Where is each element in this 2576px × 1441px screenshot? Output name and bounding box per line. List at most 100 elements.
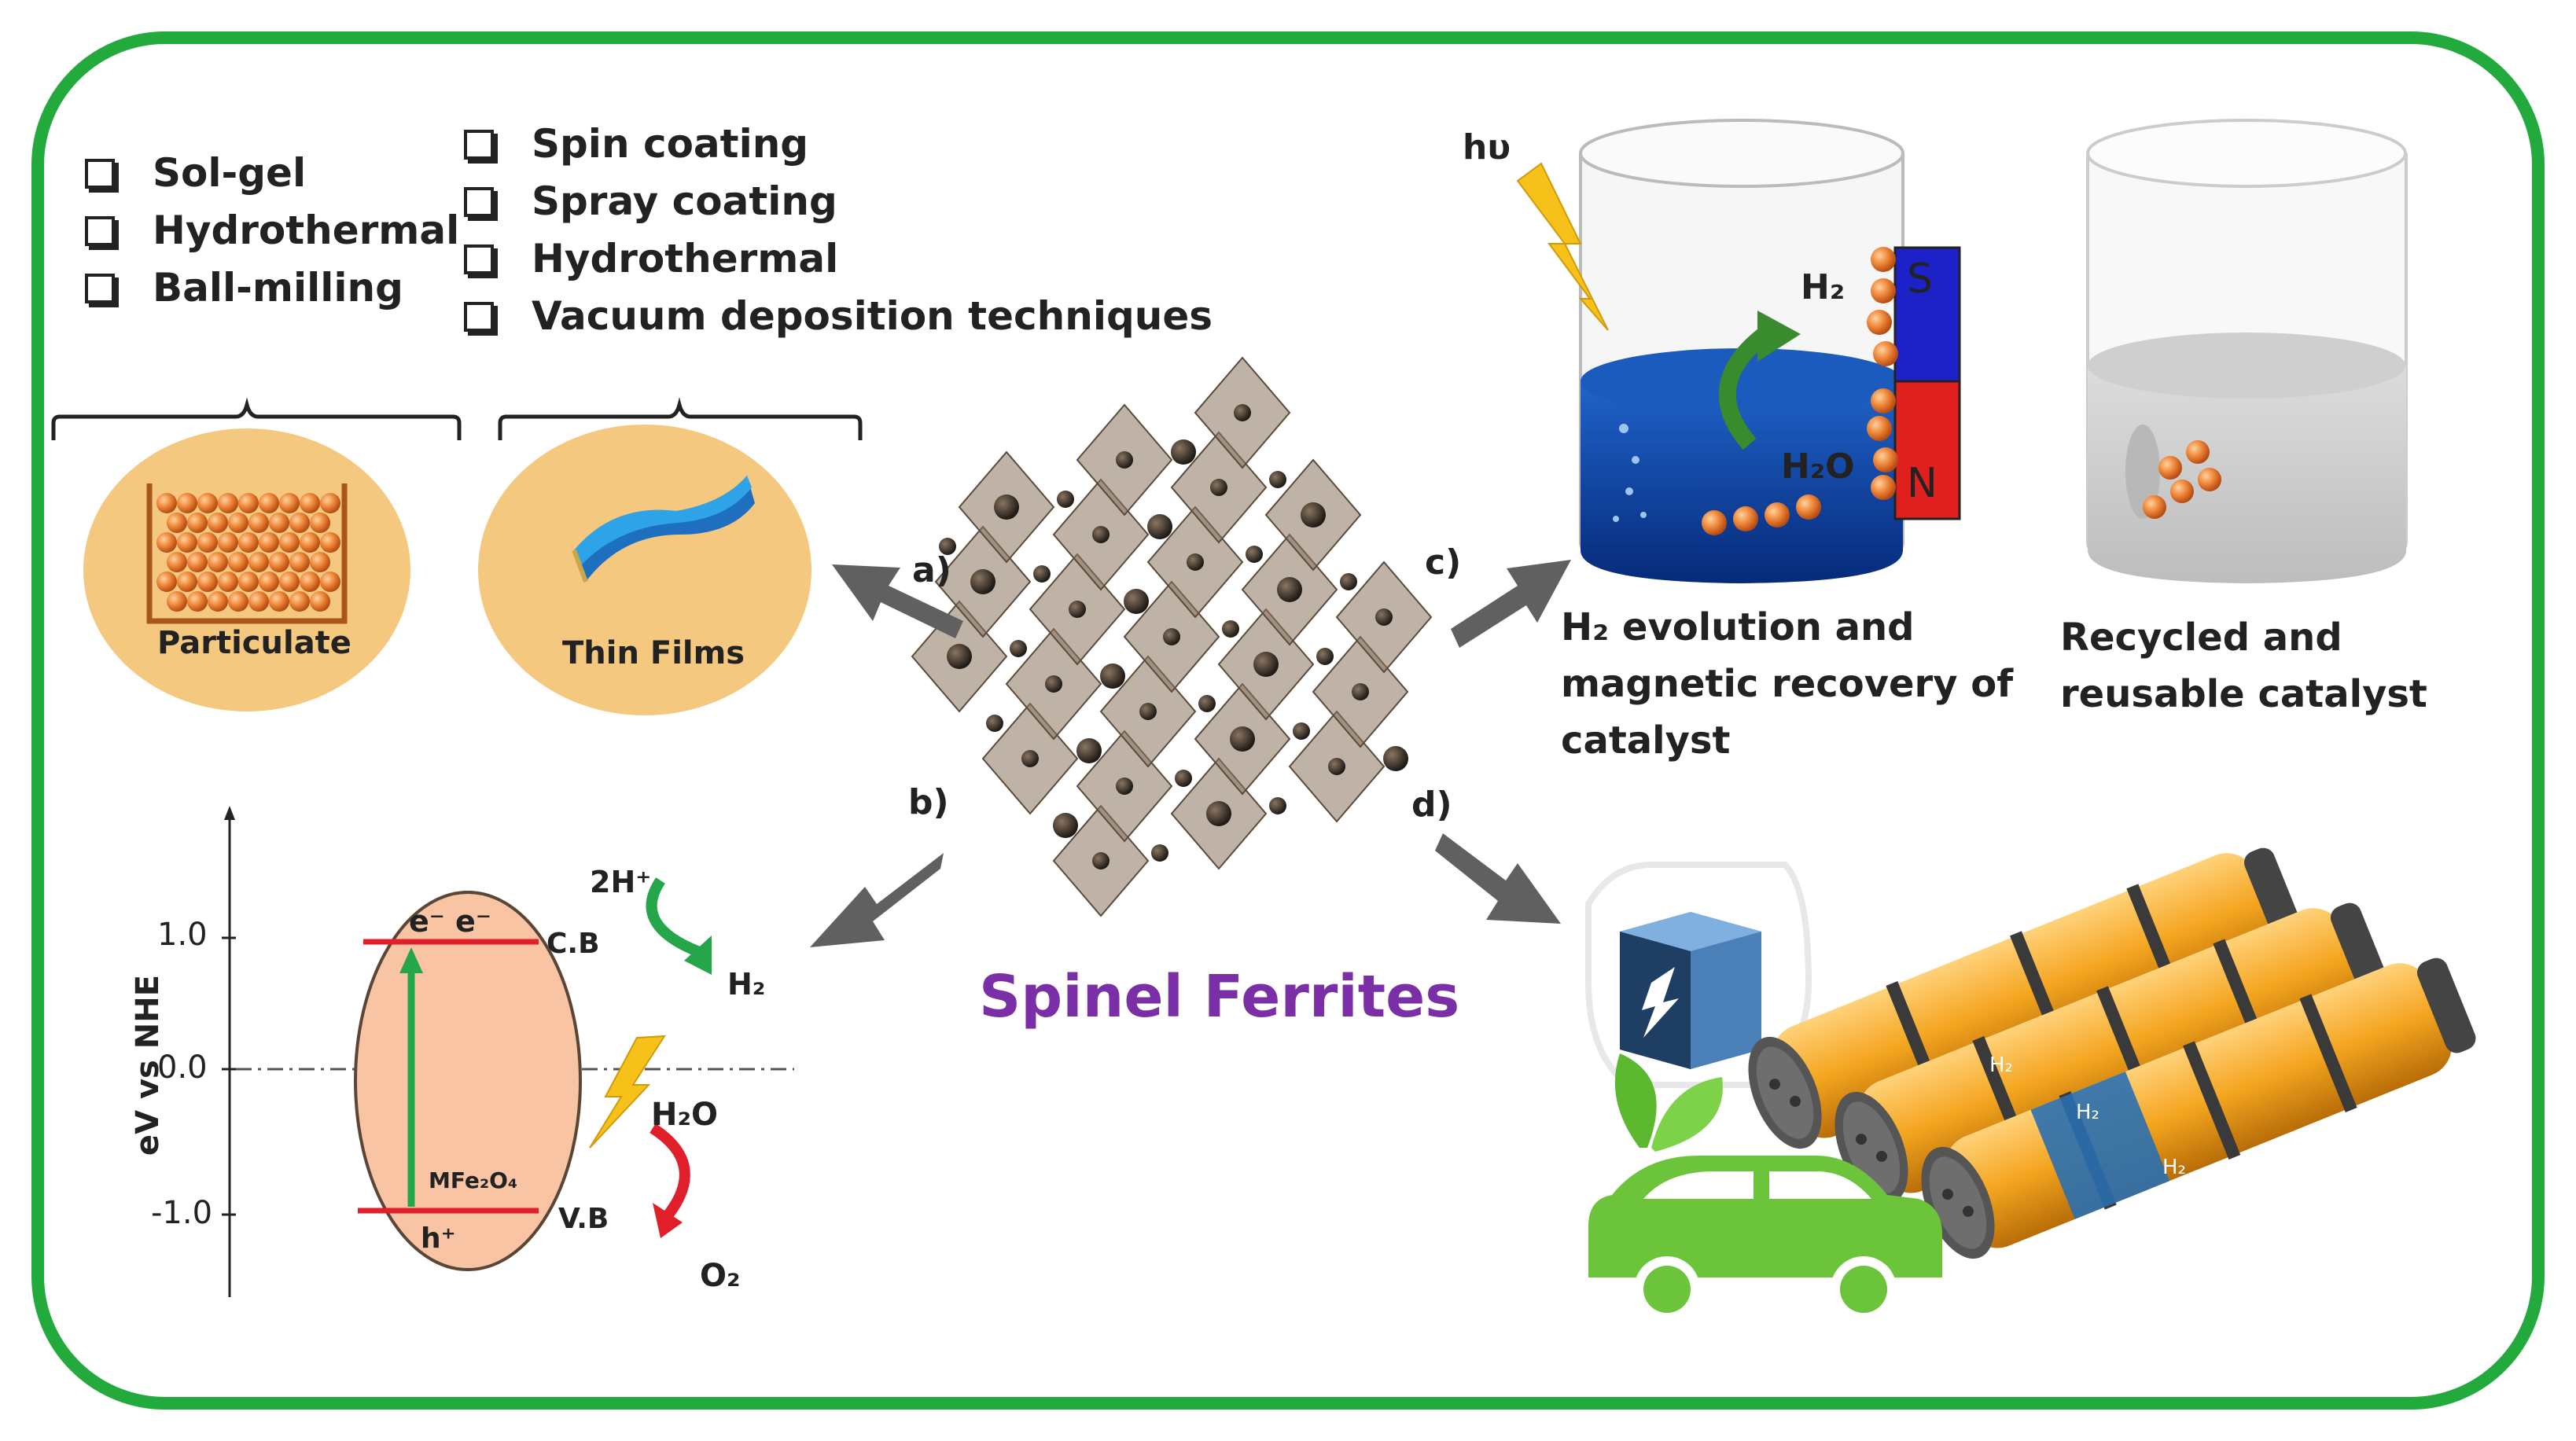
h2-product-label: H₂ [727,967,766,1002]
magnet-north-label: N [1907,460,1938,507]
beaker-h2-label: H₂ [1801,267,1846,307]
atom [1139,703,1157,720]
arrow-label-b: b) [908,782,949,822]
particle [218,532,238,553]
particle [238,493,259,513]
band-diagram [222,806,794,1297]
recycled-caption: Recycled and reusable catalyst [2060,616,2427,716]
arrow-c [1451,560,1571,648]
particle [167,513,187,533]
particle [156,572,177,592]
thin-film-methods-list: Spin coating Spray coating Hydrothermal … [464,116,1213,345]
tick-label: 0.0 [157,1050,208,1086]
particle [279,572,300,592]
particle [300,572,320,592]
particle [279,493,300,513]
water-splitting-beaker [1516,119,1961,583]
atom [1293,722,1310,740]
particle [248,552,269,572]
checkbox-icon [85,273,115,303]
atom [1171,439,1196,465]
particle [300,532,320,553]
h2-evolution-caption: H₂ evolution and magnetic recovery of ca… [1561,605,2014,763]
atom [1033,565,1051,583]
conduction-band-label: C.B [546,928,600,960]
atom [1340,573,1357,590]
battery-storage-icon [1585,862,1812,1088]
catalyst-particle [1871,388,1896,414]
atom [1076,738,1102,763]
particle [248,591,269,612]
particle [259,572,279,592]
catalyst-particle [1733,506,1758,531]
atom [1253,652,1279,677]
atom [1301,502,1326,528]
particle [289,513,310,533]
atom [1124,589,1149,614]
atom [1147,514,1172,539]
particle [208,513,228,533]
catalyst-particle [1796,494,1821,520]
atom [1375,608,1393,626]
atom [1230,726,1255,752]
holes-label: h⁺ [421,1222,456,1255]
particle [259,493,279,513]
atom [1316,648,1334,665]
thin-films-label: Thin Films [562,635,745,671]
particle [289,591,310,612]
list-item: Vacuum deposition techniques [464,288,1213,345]
arrow-label-c: c) [1425,542,1462,583]
center-title: Spinel Ferrites [979,963,1460,1031]
photon-label: hυ [1463,127,1511,167]
particle [269,513,289,533]
valence-band-label: V.B [558,1203,609,1235]
particle [177,532,197,553]
particle [187,591,208,612]
particle [228,591,248,612]
water-label: H₂O [651,1097,718,1133]
particle [259,532,279,553]
particle [218,572,238,592]
particle [269,552,289,572]
particulate-label: Particulate [157,625,351,661]
particle [269,591,289,612]
catalyst-particle [1873,447,1898,472]
atom [1069,601,1086,618]
atom [1210,479,1227,496]
checkbox-icon [85,158,115,189]
cylinder-label: H₂ [2162,1156,2186,1179]
atom [947,644,972,669]
atom [1269,797,1286,814]
particle [300,493,320,513]
atom [1021,750,1039,767]
atom [1100,664,1125,689]
arrow-label-d: d) [1411,785,1452,825]
particle [310,513,330,533]
particle [320,532,340,553]
arrow-b [810,853,944,947]
o2-product-label: O₂ [700,1258,741,1294]
atom [1092,852,1110,869]
electrons-label: e⁻ e⁻ [409,904,491,939]
particle [156,532,177,553]
particulate-bracket [51,397,462,440]
particle [167,552,187,572]
atom [1116,777,1133,795]
tick-label: -1.0 [151,1195,213,1231]
beaker-h2o-label: H₂O [1781,447,1855,487]
arrow-d [1435,833,1561,924]
proton-label: 2H⁺ [590,865,652,899]
hydrogen-cylinders [1748,847,2476,1259]
thin-films-bracket [498,397,863,440]
list-item: Spray coating [464,173,1213,230]
particle [187,552,208,572]
atom [970,569,995,594]
atom [1175,770,1192,787]
particle [228,513,248,533]
particle [218,493,238,513]
atom [1328,758,1345,775]
list-item: Spin coating [464,116,1213,173]
particle [320,572,340,592]
particle [187,513,208,533]
atom [1010,640,1027,657]
